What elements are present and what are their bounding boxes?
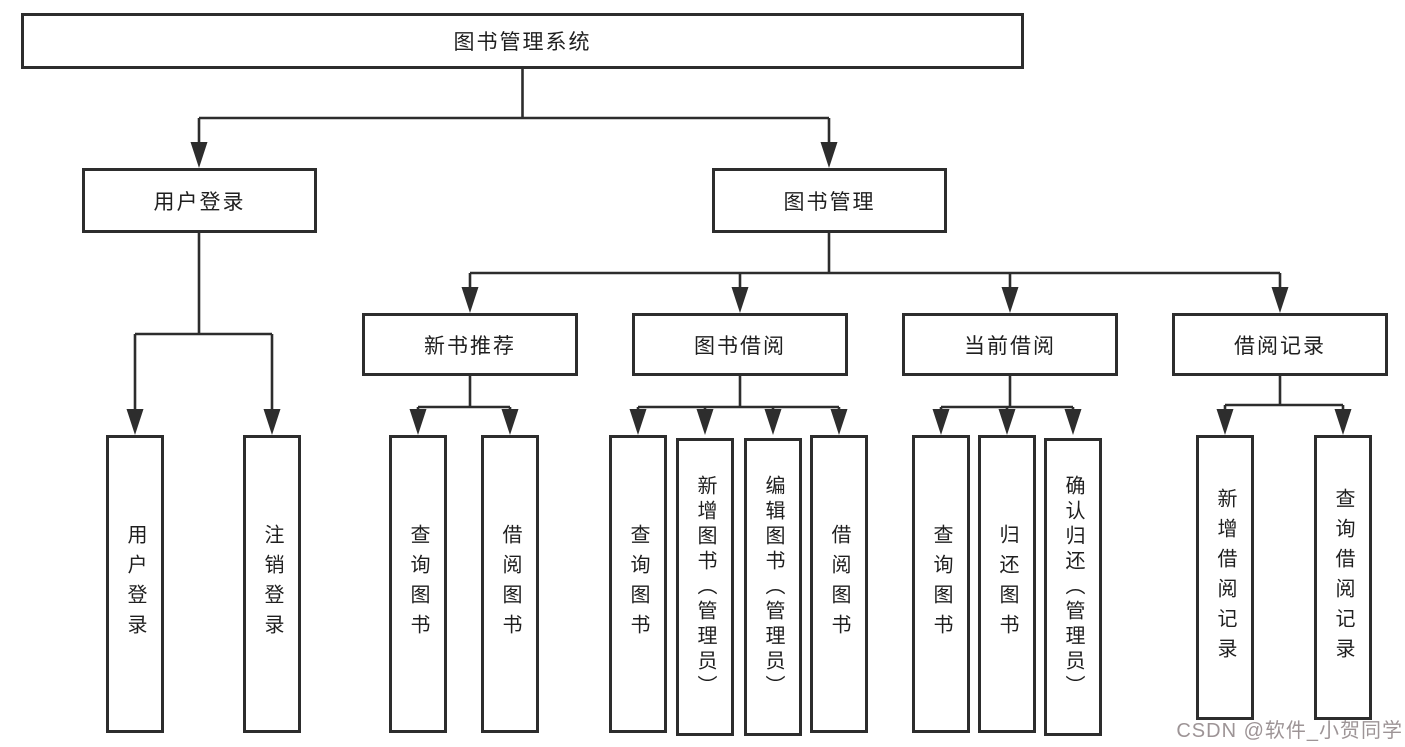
leaf-confirm-return-admin-label: 确认归还（管理员） — [1062, 474, 1084, 700]
node-user-login-label: 用户登录 — [153, 190, 246, 214]
leaf-edit-books-admin: 编辑图书（管理员） — [744, 438, 802, 736]
node-book-borrowing: 图书借阅 — [632, 313, 848, 376]
leaf-query-books-recommend: 查询图书 — [389, 435, 447, 733]
arrowheads — [126, 142, 1352, 435]
node-new-book-recommend-label: 新书推荐 — [424, 334, 516, 358]
leaf-user-login: 用户登录 — [106, 435, 164, 733]
node-root: 图书管理系统 — [21, 13, 1024, 69]
csdn-watermark: CSDN @软件_小贺同学 — [1176, 720, 1403, 742]
leaf-edit-books-admin-label: 编辑图书（管理员） — [762, 474, 784, 700]
node-current-borrowing-label: 当前借阅 — [964, 334, 1056, 358]
leaf-borrow-books: 借阅图书 — [810, 435, 868, 733]
leaf-add-books-admin: 新增图书（管理员） — [676, 438, 734, 736]
node-borrowing-records-label: 借阅记录 — [1234, 334, 1326, 358]
node-current-borrowing: 当前借阅 — [902, 313, 1118, 376]
leaf-query-books-borrowing-label: 查询图书 — [627, 524, 649, 644]
leaf-borrow-books-recommend-label: 借阅图书 — [499, 524, 521, 644]
leaf-query-books-borrowing: 查询图书 — [609, 435, 667, 733]
leaf-borrow-books-recommend: 借阅图书 — [481, 435, 539, 733]
node-root-label: 图书管理系统 — [453, 31, 592, 54]
leaf-query-borrow-record-label: 查询借阅记录 — [1332, 487, 1354, 668]
leaf-confirm-return-admin: 确认归还（管理员） — [1044, 438, 1102, 736]
leaf-query-books-recommend-label: 查询图书 — [407, 524, 429, 644]
node-book-borrowing-label: 图书借阅 — [694, 334, 786, 358]
leaf-query-borrow-record: 查询借阅记录 — [1314, 435, 1372, 720]
leaf-add-books-admin-label: 新增图书（管理员） — [694, 474, 716, 700]
node-borrowing-records: 借阅记录 — [1172, 313, 1388, 376]
leaf-logout-label: 注销登录 — [261, 524, 283, 644]
node-user-login: 用户登录 — [82, 168, 317, 233]
leaf-user-login-label: 用户登录 — [124, 524, 146, 644]
leaf-query-books-current: 查询图书 — [912, 435, 970, 733]
leaf-borrow-books-label: 借阅图书 — [828, 524, 850, 644]
leaf-return-books: 归还图书 — [978, 435, 1036, 733]
leaf-add-borrow-record-label: 新增借阅记录 — [1214, 487, 1236, 668]
node-book-management-label: 图书管理 — [783, 190, 876, 214]
leaf-add-borrow-record: 新增借阅记录 — [1196, 435, 1254, 720]
leaf-logout: 注销登录 — [243, 435, 301, 733]
node-new-book-recommend: 新书推荐 — [362, 313, 578, 376]
leaf-query-books-current-label: 查询图书 — [930, 524, 952, 644]
node-book-management: 图书管理 — [712, 168, 947, 233]
leaf-return-books-label: 归还图书 — [996, 524, 1018, 644]
